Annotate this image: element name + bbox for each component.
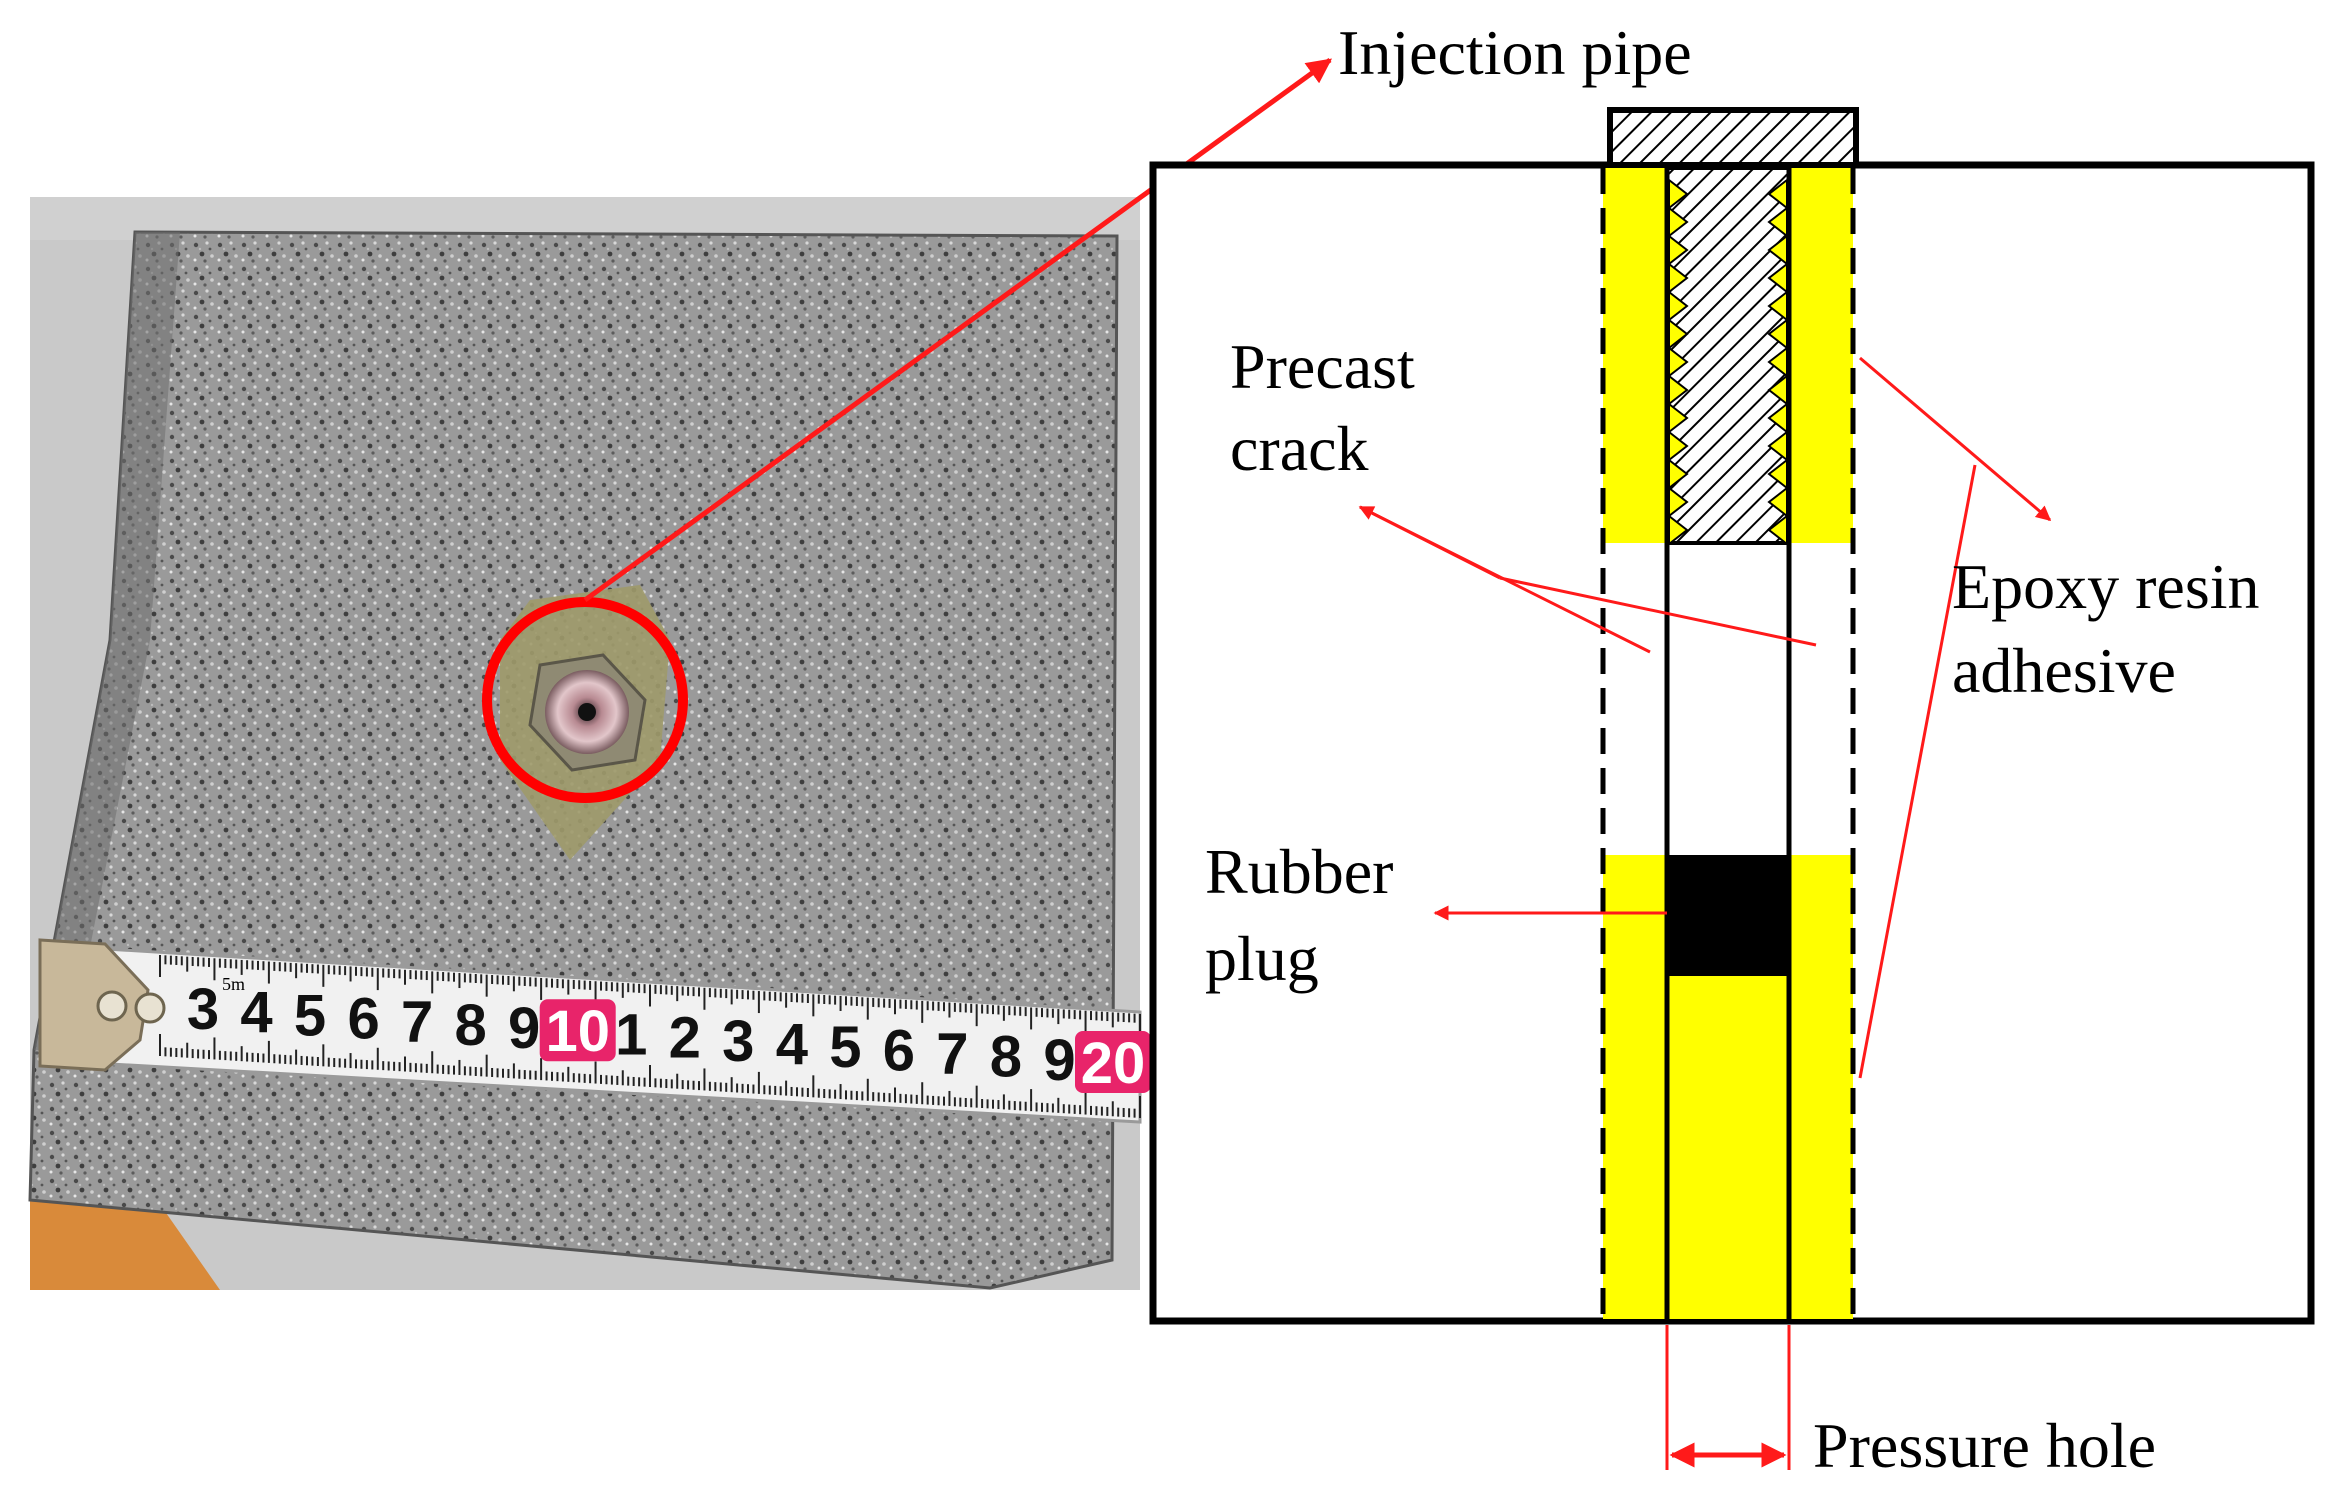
tape-number: 5 <box>829 1015 861 1080</box>
tape-number: 8 <box>455 993 487 1058</box>
tape-highlight-mark <box>1075 1031 1151 1093</box>
background-floor <box>30 197 1140 240</box>
tape-number: 7 <box>401 990 433 1055</box>
pipe-cap <box>1607 107 1859 168</box>
lower-resin-center <box>1667 976 1789 1319</box>
tape-number: 3 <box>187 977 219 1042</box>
upper-resin-right <box>1789 168 1853 543</box>
rubber-plug-label-1: Rubber <box>1205 836 1393 907</box>
epoxy-arrow-upper <box>1859 356 2052 522</box>
injection-pipe-hole <box>578 703 596 721</box>
tape-ticks <box>159 955 1141 1118</box>
threaded-pipe <box>1665 166 1791 545</box>
rubber-plug-label-2: plug <box>1205 923 1319 994</box>
precast-crack-arrow-join <box>1359 505 1501 580</box>
tape-number: 5 <box>294 983 326 1048</box>
pipe-thread-teeth <box>1668 177 1788 547</box>
tape-number: 4 <box>240 980 272 1045</box>
tape-number: 6 <box>883 1018 915 1083</box>
tape-rivet-icon <box>134 992 166 1024</box>
rubber-plug <box>1667 855 1789 976</box>
injection-pipe-label: Injection pipe <box>1338 17 1692 88</box>
lower-resin-left <box>1603 855 1667 1319</box>
precast-crack-label-1: Precast <box>1230 331 1415 402</box>
tape-number: 3 <box>722 1009 754 1074</box>
tape-small-label: 5m <box>222 974 245 994</box>
tape-rivet-icon <box>96 990 128 1022</box>
epoxy-label-1: Epoxy resin <box>1952 551 2260 622</box>
schematic-diagram: Precast crack Epoxy resin adhesive Rubbe… <box>1149 107 2315 1481</box>
rock-side-shade <box>34 232 180 1050</box>
tape-highlight-mark <box>539 999 616 1062</box>
tape-number: 8 <box>990 1025 1022 1090</box>
precast-crack-label-2: crack <box>1230 413 1369 484</box>
upper-resin-left <box>1603 168 1667 543</box>
tape-number: 1 <box>615 1002 647 1067</box>
tape-number: 7 <box>936 1021 968 1086</box>
tape-number: 9 <box>508 996 540 1061</box>
precast-crack-arrow-right <box>1499 576 1817 647</box>
lower-resin-right <box>1789 855 1853 1319</box>
tape-number: 9 <box>1043 1028 1075 1093</box>
tape-number: 4 <box>776 1012 808 1077</box>
epoxy-label-2: adhesive <box>1952 635 2176 706</box>
pressure-hole-label: Pressure hole <box>1813 1410 2156 1481</box>
tape-number: 6 <box>347 987 379 1052</box>
tape-number: 20 <box>1081 1031 1146 1096</box>
red-circle-icon <box>482 597 688 803</box>
table-wood <box>30 1190 220 1290</box>
tape-hook <box>38 938 150 1072</box>
injection-pipe-arrow <box>583 57 1333 603</box>
tape-number: 2 <box>669 1006 701 1071</box>
epoxy-arrow-lower <box>1858 464 1977 1079</box>
tape-number: 10 <box>545 999 610 1064</box>
